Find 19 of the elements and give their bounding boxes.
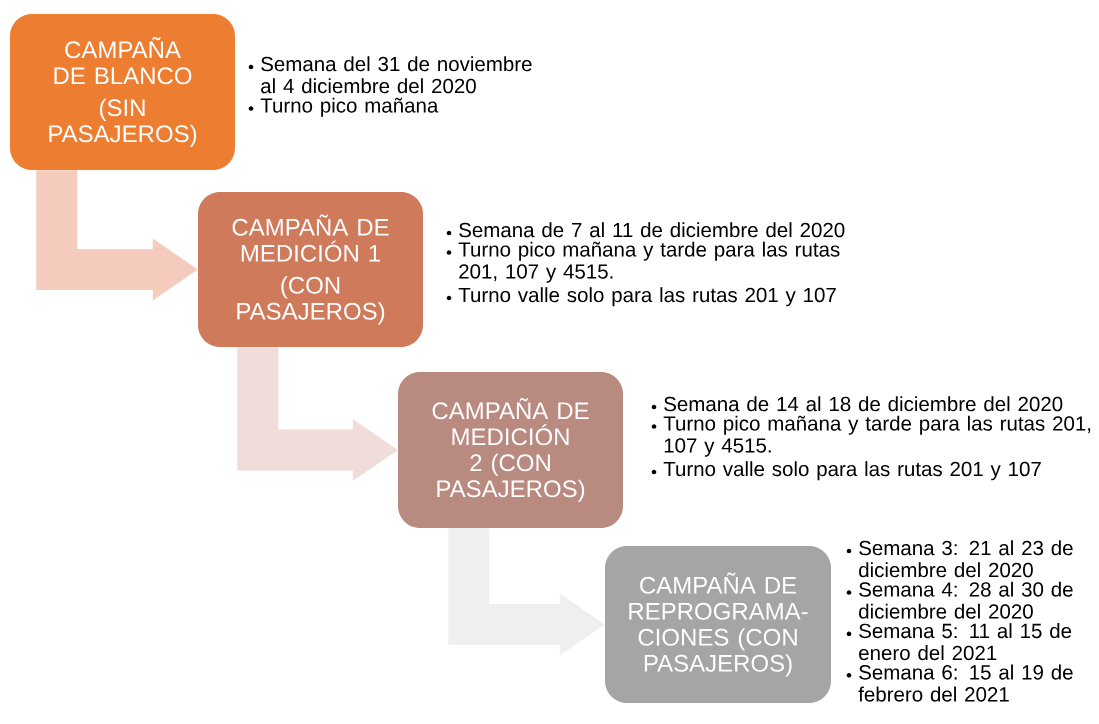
- bent-arrow: [237, 347, 398, 481]
- bent-arrow: [448, 528, 605, 656]
- bullet-text: Turno valle solo para las rutas 201 y 107: [458, 287, 836, 307]
- bullet-text: Semana 3: 21 al 23 de diciembre del 2020: [859, 540, 1073, 578]
- bullet-text: Turno pico mañana: [260, 97, 439, 117]
- bullet-text: Turno pico mañana y tarde para las rutas 201, 107 y 4515.: [663, 415, 1091, 457]
- bent-arrow: [36, 170, 198, 301]
- process-box: CAMPAÑA DE REPROGRAMA- CIONES (CON PASAJEROS): [605, 546, 831, 703]
- bullet-text: Semana 4: 28 al 30 de diciembre del 2020: [859, 581, 1073, 619]
- bullet-text: Semana 6: 15 al 19 de febrero del 2021: [858, 664, 1073, 702]
- bullet-text: Turno pico mañana y tarde para las rutas 201, 107 y 4515.: [458, 241, 840, 283]
- bullet-text: Semana de 14 al 18 de diciembre del 2020: [664, 396, 1063, 412]
- bullet-text: Turno valle solo para las rutas 201 y 107: [663, 461, 1041, 481]
- bullet-text: Semana 5: 11 al 15 de enero del 2021: [859, 623, 1072, 661]
- bullet-text: Semana de 7 al 11 de diciembre del 2020: [459, 222, 845, 238]
- bullet-text: Semana del 31 de noviembre al 4 diciembre del 2020: [261, 56, 532, 94]
- process-box: CAMPAÑA DE MEDICIÓN 2 (CON PASAJEROS): [398, 372, 623, 528]
- process-box: CAMPAÑA DE MEDICIÓN 1 (CON PASAJEROS): [198, 192, 423, 347]
- process-box: CAMPAÑA DE BLANCO (SIN PASAJEROS): [10, 14, 235, 170]
